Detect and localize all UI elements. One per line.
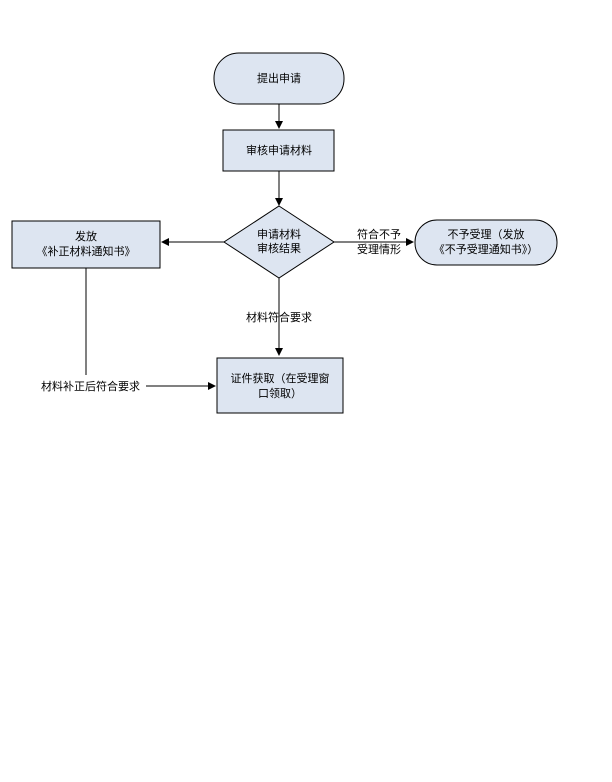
node-submit-label: 提出申请 — [257, 71, 301, 85]
node-not-accepted: 不予受理（发放 《不予受理通知书》） — [414, 219, 558, 266]
node-review-materials: 审核申请材料 — [222, 129, 335, 172]
node-reject-label-line1: 不予受理（发放 — [448, 227, 525, 241]
node-certificate-label-line2: 口领取） — [258, 387, 302, 400]
node-reject-label-line2: 《不予受理通知书》） — [434, 242, 539, 256]
node-notice-label-line2: 《补正材料通知书》 — [37, 244, 136, 258]
node-review-label: 审核申请材料 — [246, 143, 312, 157]
edge-label-meets-requirements: 材料符合要求 — [246, 310, 312, 324]
edge-label-not-accepted-line1: 符合不予 — [357, 227, 401, 241]
node-review-decision: 申请材料 审核结果 — [223, 205, 335, 279]
edge-label-after-correction: 材料补正后符合要求 — [41, 379, 140, 393]
edge-label-not-accepted-line2: 受理情形 — [357, 243, 401, 256]
node-notice-label-line1: 发放 — [75, 229, 97, 243]
node-certificate-pickup: 证件获取（在受理窗 口领取） — [216, 357, 344, 414]
node-submit-application: 提出申请 — [213, 52, 345, 105]
node-decision-label-line1: 申请材料 — [257, 227, 301, 241]
node-certificate-label-line1: 证件获取（在受理窗 — [231, 371, 330, 385]
node-decision-label-line2: 审核结果 — [257, 241, 301, 255]
node-correction-notice: 发放 《补正材料通知书》 — [11, 220, 161, 269]
